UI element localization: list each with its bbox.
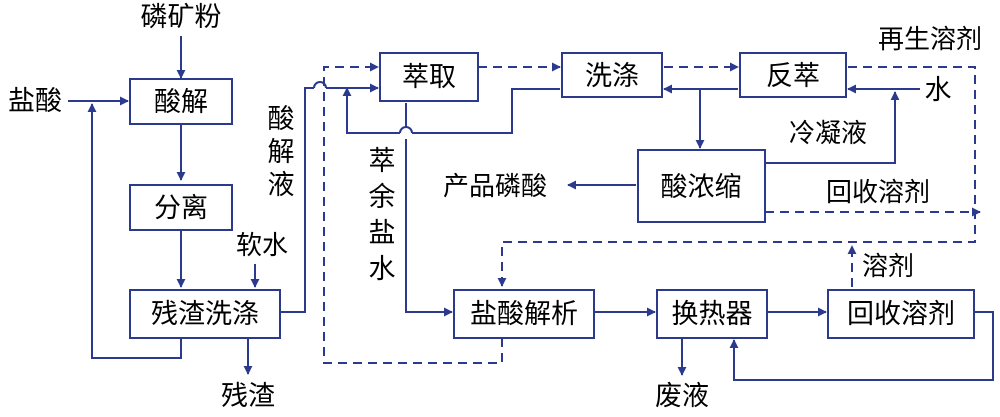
label-separation: 分离 [154,193,208,224]
arrow-washing-recycle [87,103,182,359]
label-washing: 洗涤 [585,61,639,92]
label-raffinate-1: 萃 [369,146,396,177]
label-hcl-desorption: 盐酸解析 [470,299,578,330]
line-leach-liquor-hop [313,81,327,89]
line-raffinate-hop [399,126,413,134]
box-heat-exchanger [656,289,768,339]
label-acid-leach: 酸解 [154,87,208,118]
label-leach-liquor-1: 酸 [268,104,295,135]
label-phosphate-rock: 磷矿粉 [141,2,222,33]
label-leach-liquor-2: 解 [268,137,295,168]
label-solvent: 溶剂 [862,252,914,282]
label-waste-liquid: 废液 [655,381,709,412]
label-acid-concentration: 酸浓缩 [661,172,742,203]
arrow-regenerated-solvent-loop [497,66,976,287]
arrow-raffinate-to-desorption [405,139,453,317]
arrow-wash-recycle-to-extraction [342,87,400,134]
label-hydrochloric-acid: 盐酸 [8,86,62,117]
line-leach-liquor-a [280,87,314,313]
box-solvent-recovery [827,289,975,339]
label-product-phosphoric-acid: 产品磷酸 [443,172,547,202]
label-solvent-recovery: 回收溶剂 [847,299,955,330]
line-wash-recycle-a [412,88,560,134]
label-raffinate-3: 盐 [369,218,396,249]
box-back-extraction [739,52,847,98]
label-back-extraction: 反萃 [766,61,820,92]
arrow-desorption-to-extraction [323,62,503,364]
box-extraction [379,52,479,102]
label-residue: 残渣 [221,381,275,412]
label-leach-liquor-3: 液 [268,170,295,201]
box-washing [561,52,663,98]
box-hcl-desorption [453,289,595,339]
label-raffinate-4: 水 [369,254,396,285]
label-raffinate-2: 余 [369,182,396,213]
label-soft-water: 软水 [236,231,288,261]
label-residue-washing: 残渣洗涤 [151,299,259,330]
box-residue-washing [129,289,281,339]
label-water: 水 [925,75,952,106]
box-acid-concentration [637,149,766,223]
label-heat-exchanger: 换热器 [672,299,753,330]
label-condensate: 冷凝液 [789,119,867,149]
arrow-recovery-to-exchanger [729,311,994,381]
label-extraction: 萃取 [402,62,456,93]
arrow-condensate-to-water [765,91,900,164]
box-acid-leach [129,78,233,125]
box-separation [129,184,233,231]
label-regenerated-solvent: 再生溶剂 [878,25,982,55]
label-recovered-solvent: 回收溶剂 [826,178,930,208]
